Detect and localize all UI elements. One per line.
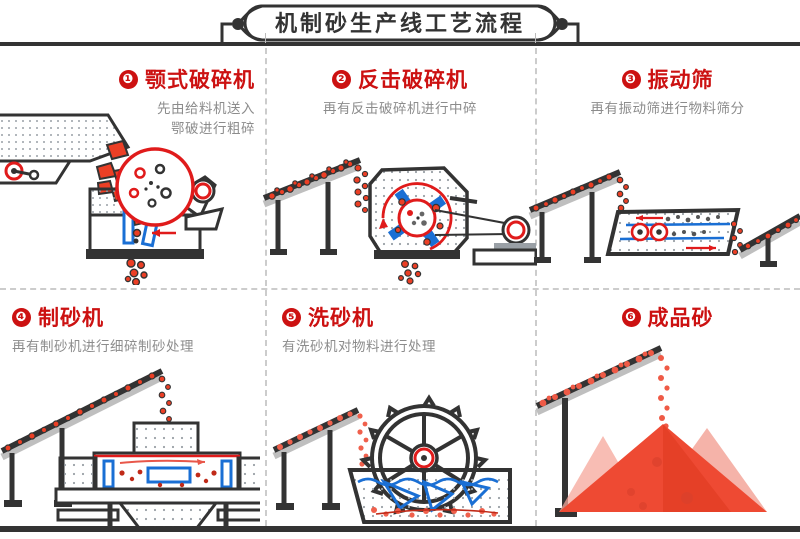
divider-vertical-bottom-right bbox=[535, 290, 537, 526]
feeder-hopper-icon bbox=[0, 113, 131, 185]
vsi-sand-maker-body-icon bbox=[54, 421, 280, 539]
sand-making-machine-diagram bbox=[0, 355, 280, 539]
top-rule bbox=[0, 42, 800, 46]
conveyor-belt-icon-3a bbox=[528, 169, 622, 263]
divider-vertical-bottom-left bbox=[265, 290, 267, 526]
bottom-rule bbox=[0, 526, 800, 532]
section-number-5: ❺ bbox=[282, 307, 301, 327]
section-number-1: ❶ bbox=[119, 69, 138, 89]
section-desc-4: 再有制砂机进行细碎制砂处理 bbox=[12, 339, 194, 354]
impact-crusher-diagram bbox=[262, 130, 538, 290]
sand-pile-shapes bbox=[559, 424, 767, 512]
section-number-3: ❸ bbox=[621, 69, 641, 89]
section-desc-5: 有洗砂机对物料进行处理 bbox=[282, 339, 436, 354]
material-fall-stream-2 bbox=[353, 164, 370, 214]
column-tick-right bbox=[535, 33, 536, 43]
section-number-6: ❻ bbox=[621, 307, 641, 327]
section-title-text-4: 制砂机 bbox=[38, 307, 104, 330]
section-title-3: ❸ 振动筛 bbox=[545, 64, 790, 94]
column-tick-left bbox=[265, 33, 266, 43]
title-banner: 机制砂生产线工艺流程 bbox=[0, 0, 800, 46]
section-title-2: ❷ 反击破碎机 bbox=[275, 64, 525, 94]
page-title: 机制砂生产线工艺流程 bbox=[274, 11, 525, 36]
section-title-text-1: 颚式破碎机 bbox=[145, 69, 255, 92]
finished-sand-piles-diagram bbox=[535, 340, 800, 533]
section-heading-3: ❸ 振动筛 再有振动筛进行物料筛分 bbox=[545, 64, 790, 119]
divider-horizontal-middle bbox=[0, 288, 800, 290]
section-desc-1: 先由给料机送入 鄂破进行粗碎 bbox=[157, 101, 255, 136]
banner-frame-icon bbox=[220, 4, 580, 44]
vibrating-screen-body-icon bbox=[605, 207, 741, 256]
conveyor-belt-icon-2 bbox=[262, 157, 362, 255]
section-title-6: ❻ 成品砂 bbox=[545, 302, 790, 332]
washer-tank-icon bbox=[347, 468, 512, 524]
sand-washer-diagram bbox=[272, 370, 534, 535]
sand-fall-stream-6 bbox=[658, 355, 670, 429]
section-heading-6: ❻ 成品砂 bbox=[545, 302, 790, 337]
section-desc-3: 再有振动筛进行物料筛分 bbox=[590, 101, 745, 116]
detail-zoom-circle-icon bbox=[115, 147, 195, 227]
discharge-rocks-2 bbox=[398, 260, 422, 285]
jaw-crusher-diagram bbox=[0, 105, 250, 290]
impact-crusher-body-icon bbox=[368, 166, 469, 259]
section-title-text-6: 成品砂 bbox=[647, 307, 714, 330]
section-title-text-2: 反击破碎机 bbox=[358, 69, 468, 92]
section-number-4: ❹ bbox=[12, 307, 31, 327]
section-title-5: ❺ 洗砂机 bbox=[282, 302, 532, 332]
section-desc-2: 再有反击破碎机进行中碎 bbox=[323, 101, 477, 116]
conveyor-belt-icon-5 bbox=[272, 407, 360, 510]
conveyor-belt-icon-3b bbox=[738, 213, 800, 267]
belt-drive-icon bbox=[434, 196, 538, 266]
section-heading-2: ❷ 反击破碎机 再有反击破碎机进行中碎 bbox=[275, 64, 525, 119]
vibrating-screen-diagram bbox=[528, 140, 800, 285]
section-title-4: ❹ 制砂机 bbox=[12, 302, 262, 332]
section-number-2: ❷ bbox=[332, 69, 351, 89]
discharge-rocks-1 bbox=[124, 258, 148, 287]
section-title-1: ❶ 颚式破碎机 bbox=[20, 64, 255, 94]
section-title-text-3: 振动筛 bbox=[647, 69, 714, 92]
section-heading-4: ❹ 制砂机 再有制砂机进行细碎制砂处理 bbox=[12, 302, 262, 357]
material-fall-stream-4 bbox=[158, 375, 172, 422]
section-heading-1: ❶ 颚式破碎机 先由给料机送入 鄂破进行粗碎 bbox=[20, 64, 255, 138]
divider-vertical-top-right bbox=[535, 48, 537, 286]
section-heading-5: ❺ 洗砂机 有洗砂机对物料进行处理 bbox=[282, 302, 532, 357]
section-title-text-5: 洗砂机 bbox=[308, 307, 374, 330]
divider-vertical-top-left bbox=[265, 48, 267, 286]
material-fall-stream-3a bbox=[616, 176, 629, 212]
sand-fall-stream-5 bbox=[357, 413, 369, 467]
conveyor-belt-icon-6 bbox=[535, 345, 663, 517]
